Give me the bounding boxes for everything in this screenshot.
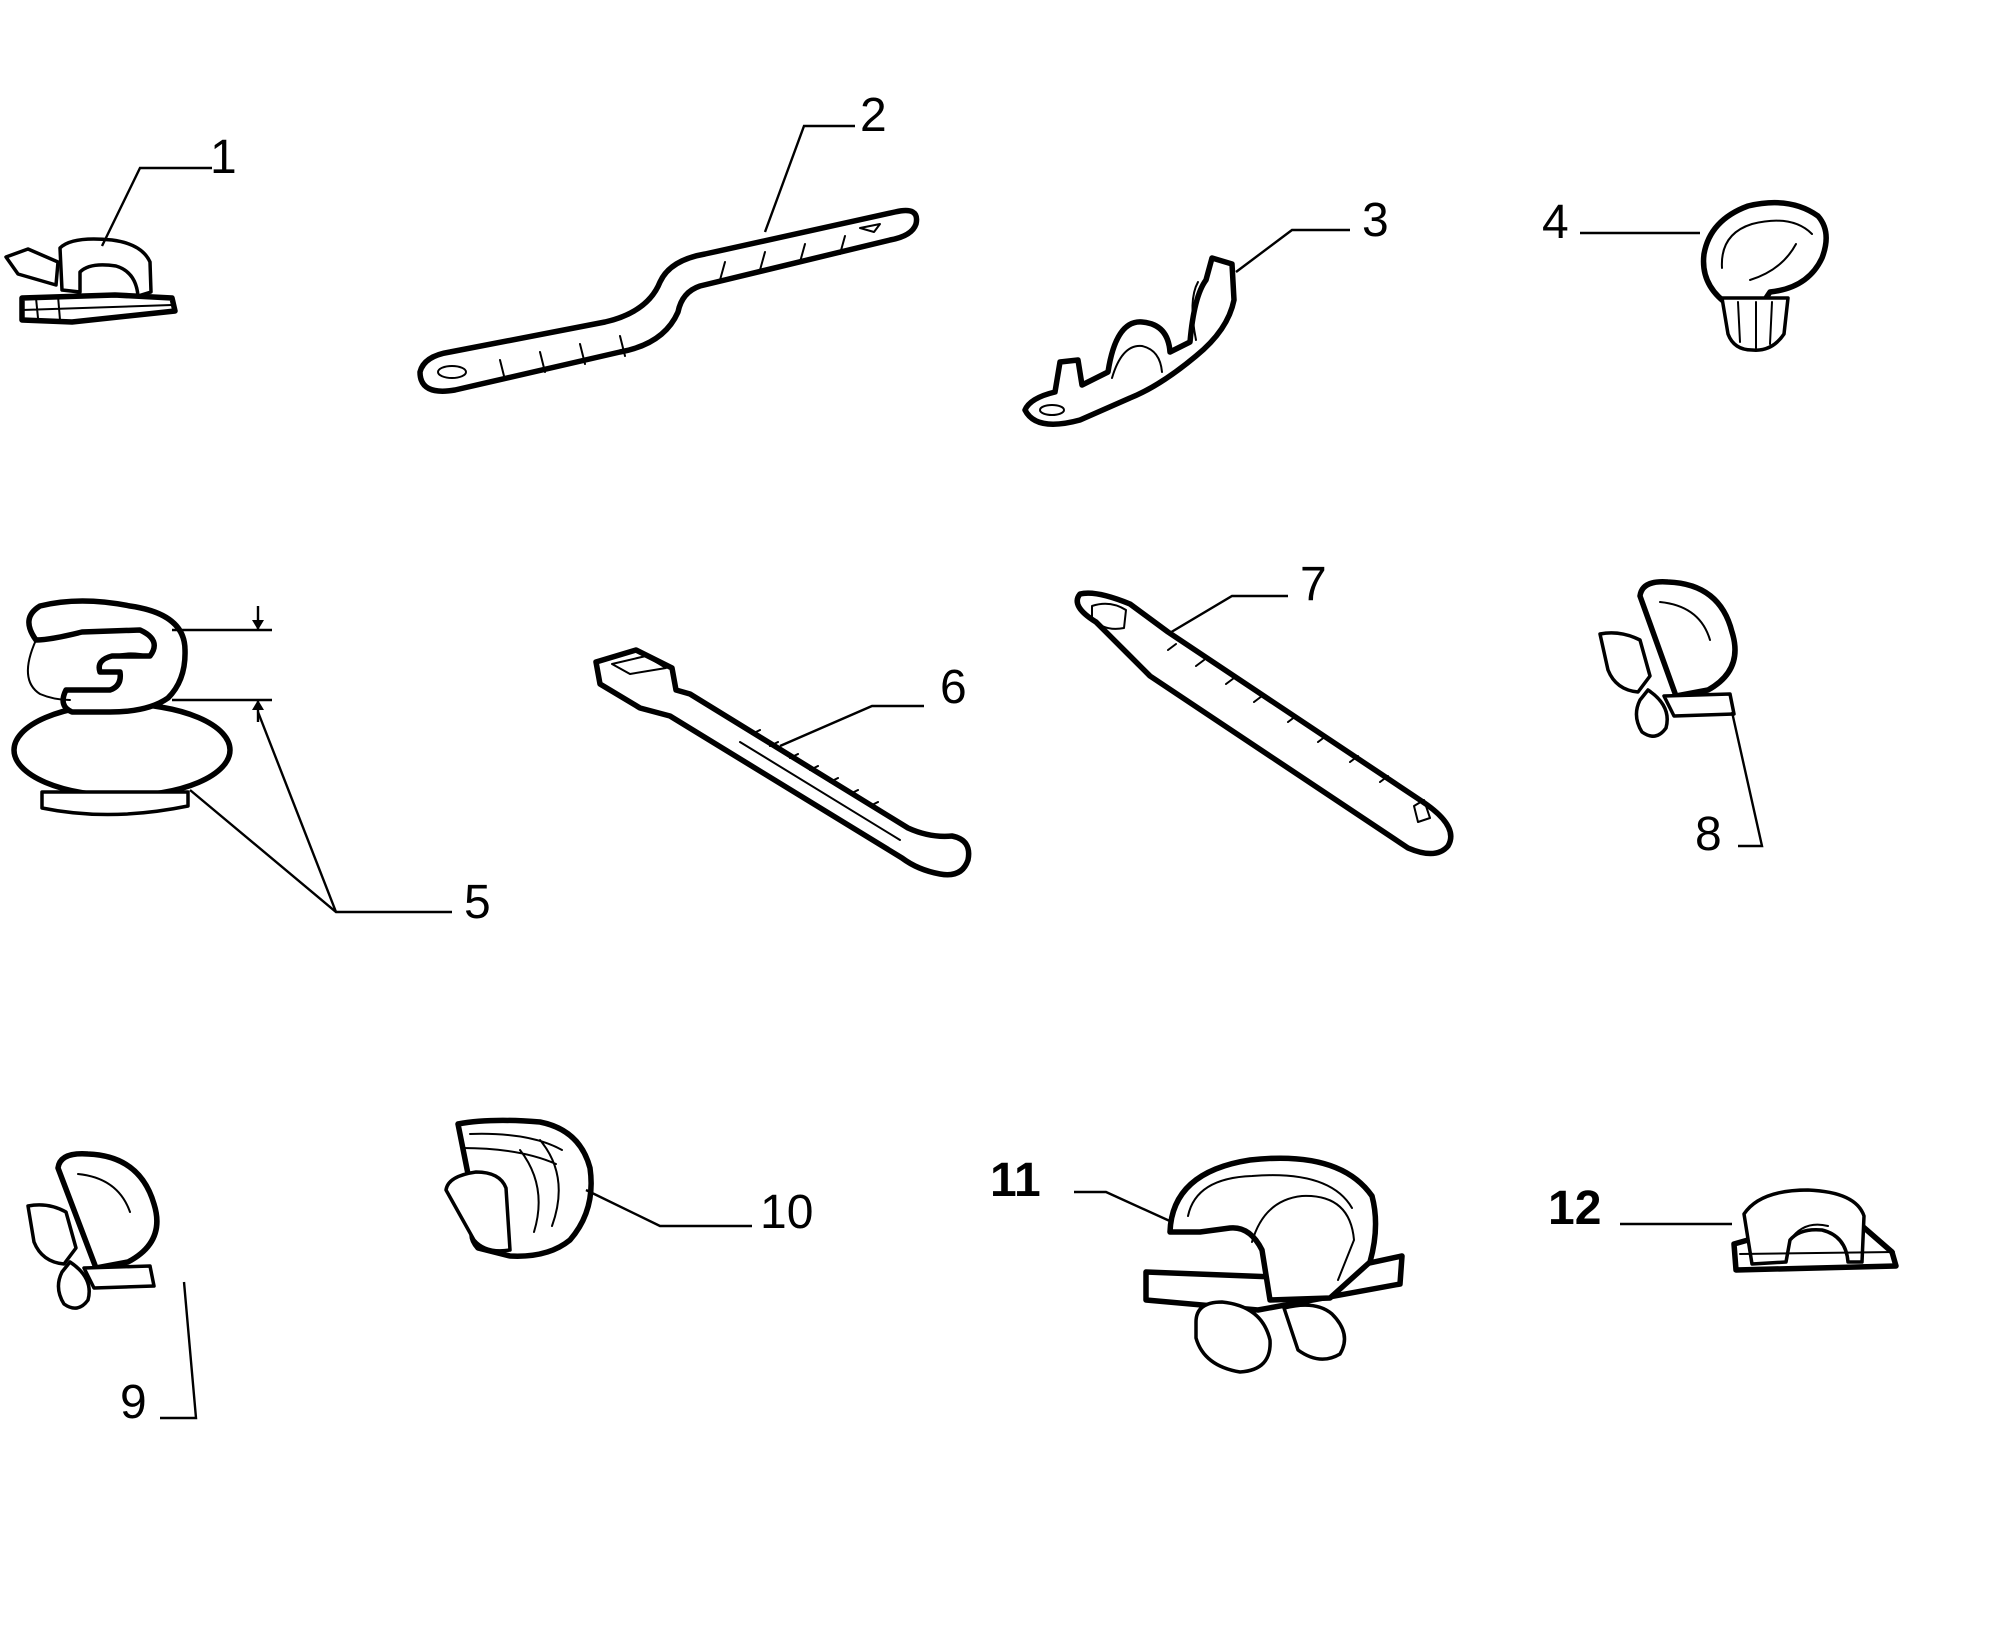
leader-line-10: [585, 1188, 752, 1228]
spring-clip-icon[interactable]: [1598, 579, 1738, 738]
double-pipe-bracket-icon[interactable]: [1022, 255, 1237, 427]
leader-line-7: [1167, 594, 1288, 636]
leader-line-11: [1074, 1190, 1173, 1224]
callout-9: 9: [120, 1376, 147, 1429]
leader-line-3: [1235, 228, 1350, 273]
small-cable-clip-icon[interactable]: [1731, 1188, 1899, 1273]
callout-7: 7: [1300, 558, 1327, 611]
cable-clip-icon[interactable]: [4, 237, 178, 325]
callout-3: 3: [1362, 194, 1389, 247]
spring-clip-icon[interactable]: [26, 1151, 160, 1310]
callout-12: 12: [1548, 1182, 1601, 1235]
push-in-hook-clip-icon[interactable]: [1700, 199, 1829, 352]
callout-8: 8: [1695, 808, 1722, 861]
cable-tie-icon[interactable]: [593, 647, 972, 878]
leader-line-2: [763, 124, 855, 233]
callout-5: 5: [464, 876, 491, 929]
perforated-strap-icon[interactable]: [1074, 590, 1454, 857]
dimension-marker: [172, 606, 272, 722]
leader-line-1: [100, 166, 212, 247]
round-base-clip-icon[interactable]: [11, 598, 233, 817]
callout-10: 10: [760, 1186, 813, 1239]
mounting-strap-icon[interactable]: [417, 207, 920, 394]
callout-6: 6: [940, 661, 967, 714]
leader-line-5b: [256, 711, 338, 913]
leader-line-8: [1730, 711, 1764, 848]
leader-line-6: [779, 704, 924, 748]
callout-4: 4: [1542, 196, 1569, 249]
leader-line-9: [160, 1281, 198, 1420]
large-harness-clip-icon[interactable]: [1143, 1155, 1405, 1374]
callout-1: 1: [210, 131, 237, 184]
cable-guide-clip-icon[interactable]: [444, 1117, 594, 1259]
leader-line-5a: [189, 789, 452, 914]
callout-2: 2: [860, 89, 887, 142]
callout-11: 11: [990, 1154, 1041, 1207]
